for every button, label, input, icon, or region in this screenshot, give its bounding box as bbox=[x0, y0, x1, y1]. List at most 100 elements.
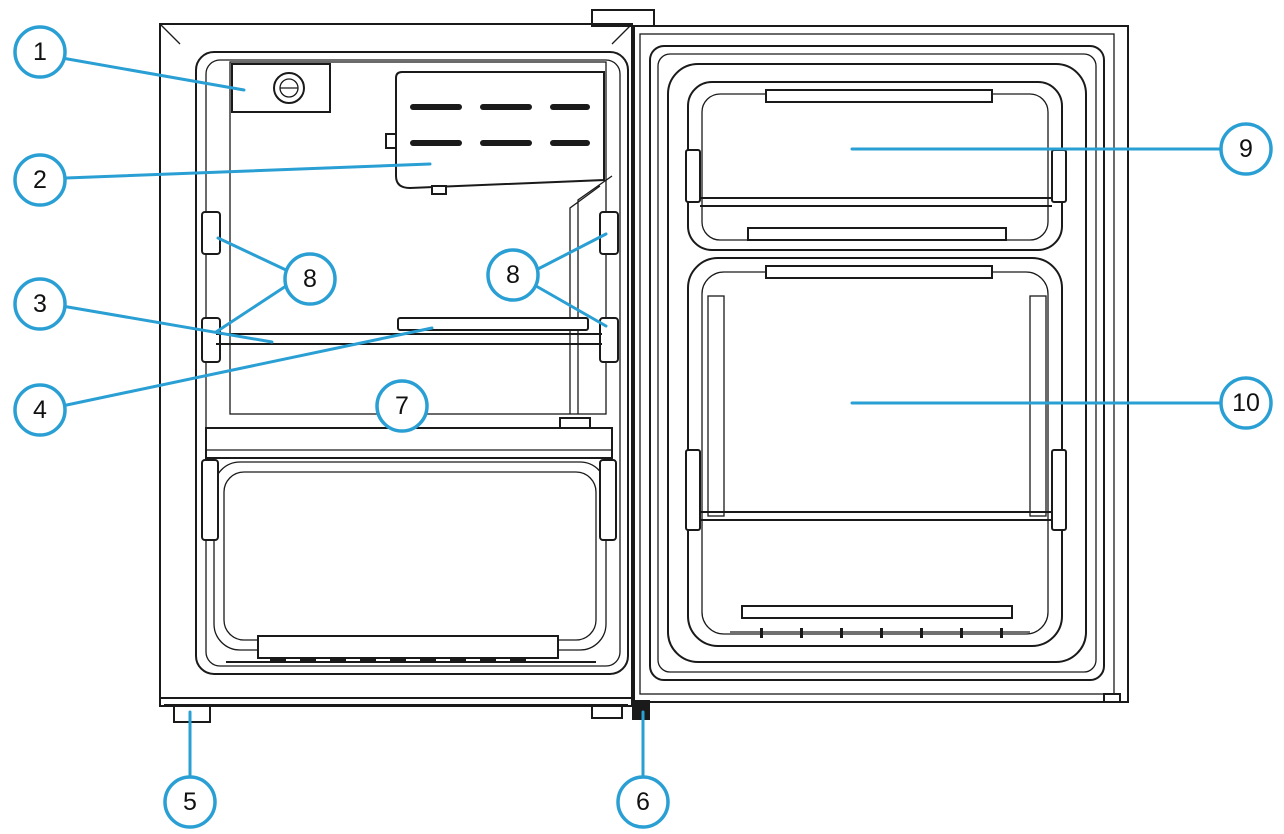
leader-2 bbox=[64, 162, 432, 180]
shelf-bracket-left-upper bbox=[201, 211, 221, 255]
upper-shelf-clip-right bbox=[1051, 149, 1067, 203]
crisper-latch bbox=[559, 417, 591, 429]
lower-door-shelf bbox=[685, 257, 1067, 647]
upper-shelf-rail-top bbox=[765, 89, 993, 103]
glass-shelf bbox=[216, 317, 602, 345]
callout-3-circle bbox=[13, 277, 67, 331]
crisper-cover bbox=[205, 427, 613, 459]
callout-1: 1 bbox=[13, 25, 67, 79]
leveling-leg-left bbox=[173, 705, 211, 723]
light-vent bbox=[550, 140, 590, 146]
callout-9-label: 9 bbox=[1239, 135, 1253, 163]
callout-10-circle bbox=[1219, 376, 1273, 430]
lower-shelf-outer bbox=[687, 257, 1063, 647]
top-hinge bbox=[591, 9, 655, 27]
callout-6-label: 6 bbox=[636, 788, 650, 816]
lower-shelf-clip-left bbox=[685, 449, 701, 531]
crisper-rail-left bbox=[201, 459, 219, 541]
light-vent bbox=[480, 104, 532, 110]
light-tab bbox=[385, 133, 397, 149]
callout-10-label: 10 bbox=[1232, 389, 1260, 417]
callout-4-circle bbox=[13, 383, 67, 437]
leader-1 bbox=[60, 56, 246, 92]
cabinet-liner bbox=[195, 51, 629, 675]
callout-4-label: 4 bbox=[33, 396, 47, 424]
leader-8a-lower bbox=[214, 284, 288, 334]
lower-shelf-ribs bbox=[760, 628, 1003, 638]
callout-8-right-label: 8 bbox=[506, 261, 520, 289]
callout-3: 3 bbox=[13, 277, 67, 331]
drain-channel bbox=[569, 175, 613, 414]
crisper-bin-inner bbox=[223, 471, 597, 641]
callout-6-circle bbox=[616, 775, 670, 829]
crisper-bin bbox=[213, 461, 607, 651]
upper-door-shelf bbox=[685, 81, 1067, 251]
upper-shelf-inner bbox=[701, 93, 1049, 241]
shelf-bracket-left-lower bbox=[201, 317, 221, 363]
door-gasket-inner bbox=[657, 53, 1097, 673]
callout-5: 5 bbox=[163, 775, 217, 829]
callout-7: 7 bbox=[375, 379, 429, 433]
leveling-leg-right bbox=[591, 705, 623, 719]
callout-8-left-circle bbox=[283, 252, 337, 306]
callout-10: 10 bbox=[1219, 376, 1273, 430]
door-gasket bbox=[649, 45, 1105, 681]
light-cover bbox=[385, 71, 605, 195]
thermostat bbox=[231, 63, 331, 113]
lower-shelf-side-left bbox=[707, 295, 725, 517]
leader-4 bbox=[60, 326, 434, 408]
upper-shelf-rail-bottom bbox=[747, 227, 1007, 241]
light-vent bbox=[550, 104, 590, 110]
callouts: 1 2 3 4 5 6 7 8 bbox=[13, 25, 1273, 829]
crisper-rail-right bbox=[599, 459, 617, 541]
shelf-bracket-right-upper bbox=[599, 211, 619, 255]
lower-shelf-clip-right bbox=[1051, 449, 1067, 531]
base-shadow bbox=[164, 704, 628, 707]
upper-shelf-outer bbox=[687, 81, 1063, 251]
callout-2-label: 2 bbox=[33, 166, 47, 194]
door-foot bbox=[1103, 693, 1121, 703]
callout-6: 6 bbox=[616, 775, 670, 829]
callout-8-right-circle bbox=[486, 248, 540, 302]
callout-2: 2 bbox=[13, 153, 67, 207]
grille-slots bbox=[270, 657, 526, 662]
lower-shelf-rail-top bbox=[765, 265, 993, 279]
light-cover-shape bbox=[395, 71, 605, 190]
upper-shelf-clip-left bbox=[685, 149, 701, 203]
door bbox=[633, 25, 1129, 703]
door-liner bbox=[667, 63, 1087, 663]
callout-1-circle bbox=[13, 25, 67, 79]
cabinet-bevel bbox=[159, 23, 633, 45]
callout-4: 4 bbox=[13, 383, 67, 437]
leader-lines bbox=[60, 56, 1222, 778]
callout-5-circle bbox=[163, 775, 217, 829]
callout-9-circle bbox=[1219, 122, 1273, 176]
leader-8b-lower bbox=[534, 284, 608, 328]
light-clip bbox=[431, 185, 447, 195]
callout-1-label: 1 bbox=[33, 38, 47, 66]
callout-5-label: 5 bbox=[183, 788, 197, 816]
light-vent bbox=[410, 140, 462, 146]
leader-8b-upper bbox=[534, 232, 608, 272]
light-vent bbox=[410, 104, 462, 110]
leader-3 bbox=[60, 304, 274, 344]
light-vent bbox=[480, 140, 532, 146]
shelf-bracket-right-lower bbox=[599, 317, 619, 363]
callout-2-circle bbox=[13, 153, 67, 207]
leader-8a-upper bbox=[216, 236, 288, 272]
bottom-bar bbox=[257, 635, 559, 659]
door-outer bbox=[633, 25, 1129, 703]
callout-8-left-label: 8 bbox=[303, 265, 317, 293]
callout-7-circle bbox=[375, 379, 429, 433]
callout-7-label: 7 bbox=[395, 392, 409, 420]
callout-9: 9 bbox=[1219, 122, 1273, 176]
cabinet bbox=[159, 9, 655, 723]
door-edge bbox=[639, 33, 1115, 695]
callout-3-label: 3 bbox=[33, 290, 47, 318]
lower-shelf-inner bbox=[701, 271, 1049, 635]
lower-shelf-side-right bbox=[1029, 295, 1047, 517]
bottom-hinge bbox=[632, 700, 650, 720]
callout-8-left: 8 bbox=[283, 252, 337, 306]
